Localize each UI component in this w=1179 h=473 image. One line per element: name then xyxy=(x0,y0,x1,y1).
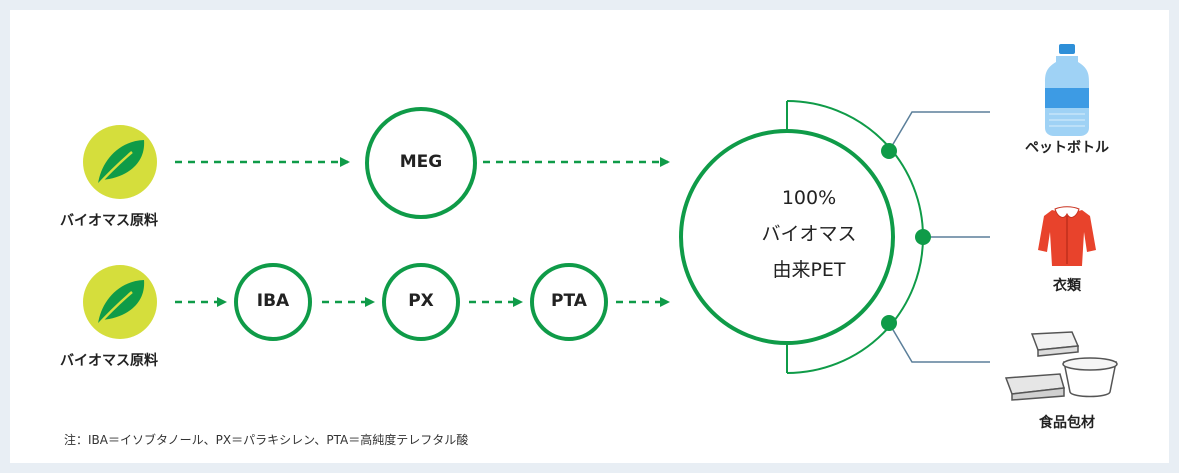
pta-label: PTA xyxy=(551,291,587,311)
iba-node xyxy=(234,263,312,341)
source-label-1: バイオマス原料 xyxy=(60,213,158,229)
px-node xyxy=(382,263,460,341)
leaf-icon xyxy=(83,265,157,339)
product-label-clothing: 衣類 xyxy=(1053,278,1081,294)
meg-node xyxy=(365,107,477,219)
source-label-2: バイオマス原料 xyxy=(60,353,158,369)
footnote: 注：IBA＝イソブタノール、PX＝パラキシレン、PTA＝高純度テレフタル酸 xyxy=(64,433,469,447)
connector-bottle xyxy=(888,111,990,152)
pta-node xyxy=(530,263,608,341)
pet-center-line3: 由来PET xyxy=(772,259,846,281)
product-label-food-packaging: 食品包材 xyxy=(1039,415,1095,431)
pet-center-label: 100% バイオマス 由来PET xyxy=(704,180,914,288)
food-container-icon xyxy=(1004,331,1118,401)
connector-dot xyxy=(915,229,931,245)
connector-dot xyxy=(881,315,897,331)
shirt-icon xyxy=(1038,206,1096,266)
bottle-icon xyxy=(1045,44,1089,136)
iba-label: IBA xyxy=(256,291,290,311)
meg-label: MEG xyxy=(399,152,443,172)
connector-dot xyxy=(881,143,897,159)
leaf-icon xyxy=(83,125,157,199)
pet-center-line2: バイオマス xyxy=(761,223,857,245)
product-label-bottle: ペットボトル xyxy=(1025,140,1109,156)
connector-food-packaging xyxy=(888,322,990,363)
px-label: PX xyxy=(408,291,434,311)
pet-center-line1: 100% xyxy=(781,187,837,209)
